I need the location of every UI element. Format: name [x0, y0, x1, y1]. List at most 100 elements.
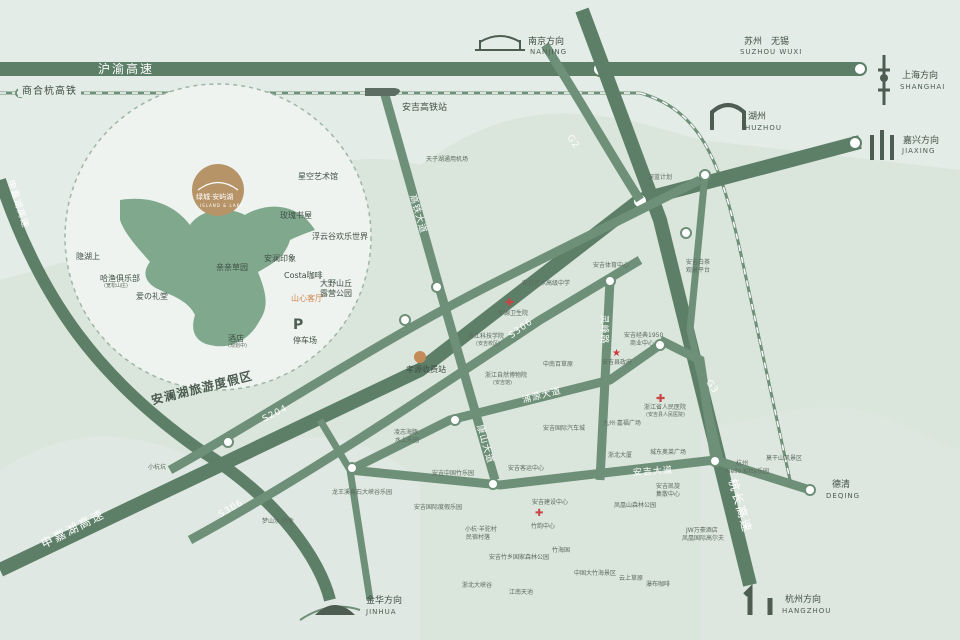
resort-place-costa: Costa咖啡: [284, 271, 323, 280]
toll-station-icon: [414, 351, 426, 363]
poi-zhongguo-dazhu: 中国大竹海景区: [574, 570, 617, 577]
hospital-icon: ✚: [535, 508, 543, 519]
poi-anji-1950-sub: 商业中心: [630, 340, 655, 347]
poi-anji-tiyu: 安吉体育中心: [593, 262, 630, 269]
poi-xiaoling: 小杭·羊驼村: [465, 526, 497, 533]
pushan-road-line: [347, 341, 663, 475]
poi-anji-1950: 安吉经典1950: [624, 332, 664, 339]
direction-nanjing: 南京方向: [528, 37, 565, 47]
jinhua-building-icon: [315, 605, 355, 615]
hospital-icon: ✚: [656, 392, 665, 405]
station-anji-gaotie: 安吉高铁站: [402, 103, 448, 113]
poi-anji-gov: 安吉县政府: [602, 359, 633, 366]
huzhou-arch-icon: [710, 103, 746, 130]
road-node: [399, 314, 411, 326]
poi-zhongnan: 中南百草原: [543, 361, 574, 368]
resort-place-jiudian: 酒店: [228, 334, 244, 343]
poi-anji-renmin-sub: (安吉县人民医院): [646, 412, 685, 418]
poi-xiaoling-sub: 民宿村落: [466, 534, 491, 541]
direction-suzhou-en: SUZHOU WUXI: [740, 48, 803, 56]
shenjiahu-highway-line: [0, 135, 862, 577]
poi-yunshang: 云上草原: [619, 575, 644, 582]
resort-place-aizhi: 爱の礼堂: [136, 292, 168, 301]
s306-road-line: [187, 256, 643, 544]
poi-zhejiang-keji-sub: (安吉校区): [476, 341, 500, 347]
government-star-icon: ★: [612, 348, 621, 359]
resort-logo-disc: [192, 164, 244, 216]
jiaxing-pagoda-icon: [870, 130, 894, 160]
road-node: [222, 436, 234, 448]
poi-anji-zhuxiang: 安吉竹乡国家森林公园: [489, 554, 550, 561]
direction-deqing: 德清: [832, 480, 851, 490]
poi-xiaoyuan-weisheng: 孝源卫生院: [498, 310, 529, 317]
rail-line: [639, 91, 792, 481]
road-node: [449, 414, 461, 426]
poi-jiuzhou: 九州·嘉福广场: [603, 420, 641, 427]
poi-anji-zhongguo: 安吉中国竹乐园: [432, 470, 475, 477]
poi-anji-qiche: 安吉国际汽车城: [543, 425, 586, 432]
poi-xiaojie: 小杭坑: [148, 464, 167, 471]
poi-tianzihu: 天子湖通用机场: [426, 156, 469, 163]
resort-place-meigui: 玫瑰书屋: [280, 211, 312, 220]
poi-mochou: 莫干山风景区: [766, 455, 803, 462]
left-highway-line: [0, 178, 336, 602]
resort-place-anlan: 安澜印象: [264, 254, 296, 263]
g2-road-line: [541, 42, 644, 203]
direction-hangzhou-en: HANGZHOU: [782, 607, 832, 615]
poi-gaoxin: 浙北大厦: [608, 452, 633, 459]
road-node: [654, 339, 666, 351]
road-node: [487, 478, 499, 490]
direction-hangzhou: 杭州方向: [785, 595, 822, 605]
poi-anji-jiashi: 安吉白茶: [686, 259, 711, 266]
road-node: [680, 227, 692, 239]
poi-zhebei: 浙北大峡谷: [462, 582, 493, 589]
hospital-icon: ✚: [505, 296, 514, 309]
shanghai-tower-icon: [878, 55, 890, 105]
direction-jiaxing-en: JIAXING: [902, 147, 936, 155]
resort-logo-en: ISLAND & LAKE: [200, 203, 244, 208]
poi-pubu: 瀑布咖啡: [646, 581, 671, 588]
resort-logo-text: 绿城·安屿湖: [196, 193, 234, 201]
poi-hello-kitty-sub: Hello Kitty乐园: [726, 468, 769, 475]
poi-jiangnan: 江南天池: [509, 589, 534, 596]
road-node: [709, 455, 721, 467]
resort-land: [120, 198, 291, 347]
direction-huzhou-en: HUZHOU: [745, 124, 782, 132]
resort-place-parking: 停车场: [293, 336, 317, 345]
direction-deqing-en: DEQING: [826, 492, 861, 500]
poi-zhejiang-zi-sub: (安吉馆): [493, 380, 512, 386]
highway-node: [848, 136, 862, 150]
direction-shanghai: 上海方向: [902, 71, 939, 81]
hangzhou-pagoda-icon: [743, 583, 773, 615]
poi-jw-sub: 凤凰国际高尔夫: [682, 535, 725, 542]
parking-icon: P: [293, 317, 304, 333]
lingfeng-road-line: [595, 279, 615, 481]
road-label-lingfeng: 灵峰路: [598, 314, 609, 345]
station-xiaoyuan-toll: 孝源收费站: [406, 365, 446, 374]
hill-shape: [0, 436, 420, 640]
highway-label-huyu: 沪渝高速: [98, 62, 155, 76]
poi-anji-guoji: 安吉国际度假乐园: [414, 504, 463, 511]
poi-anji-renmin: 浙江省人民医院: [644, 404, 687, 411]
resort-place-shanxin: 山心客厅: [291, 294, 323, 303]
train-icon: [365, 88, 400, 96]
poi-xingkong2: 深蓝计划: [648, 174, 673, 181]
direction-nanjing-en: NANJING: [530, 48, 568, 56]
poi-sheng: 安吉凯旋: [656, 483, 681, 490]
poi-zhuyun: 竹韵中心: [531, 523, 556, 530]
resort-place-dayeshan2: 露营公园: [320, 289, 352, 298]
hill-shape: [700, 407, 960, 640]
east-road-line: [686, 174, 724, 461]
resort-place-haqiao-sub: (宽松山庄): [104, 283, 128, 289]
poi-anji-jiashi-sub: 观景平台: [686, 267, 711, 274]
poi-jw: JW万豪酒店: [686, 527, 718, 534]
direction-jinhua: 金华方向: [366, 596, 403, 606]
poi-zhugu: 竹海国: [552, 547, 571, 554]
direction-suzhou: 苏州 无锡: [744, 37, 790, 47]
direction-jiaxing: 嘉兴方向: [903, 136, 940, 146]
poi-mengshan: 梦山水·鸡舍: [262, 518, 294, 525]
road-node: [604, 275, 616, 287]
direction-huzhou: 湖州: [748, 112, 767, 122]
poi-hello-kitty: 杭州: [736, 460, 749, 467]
